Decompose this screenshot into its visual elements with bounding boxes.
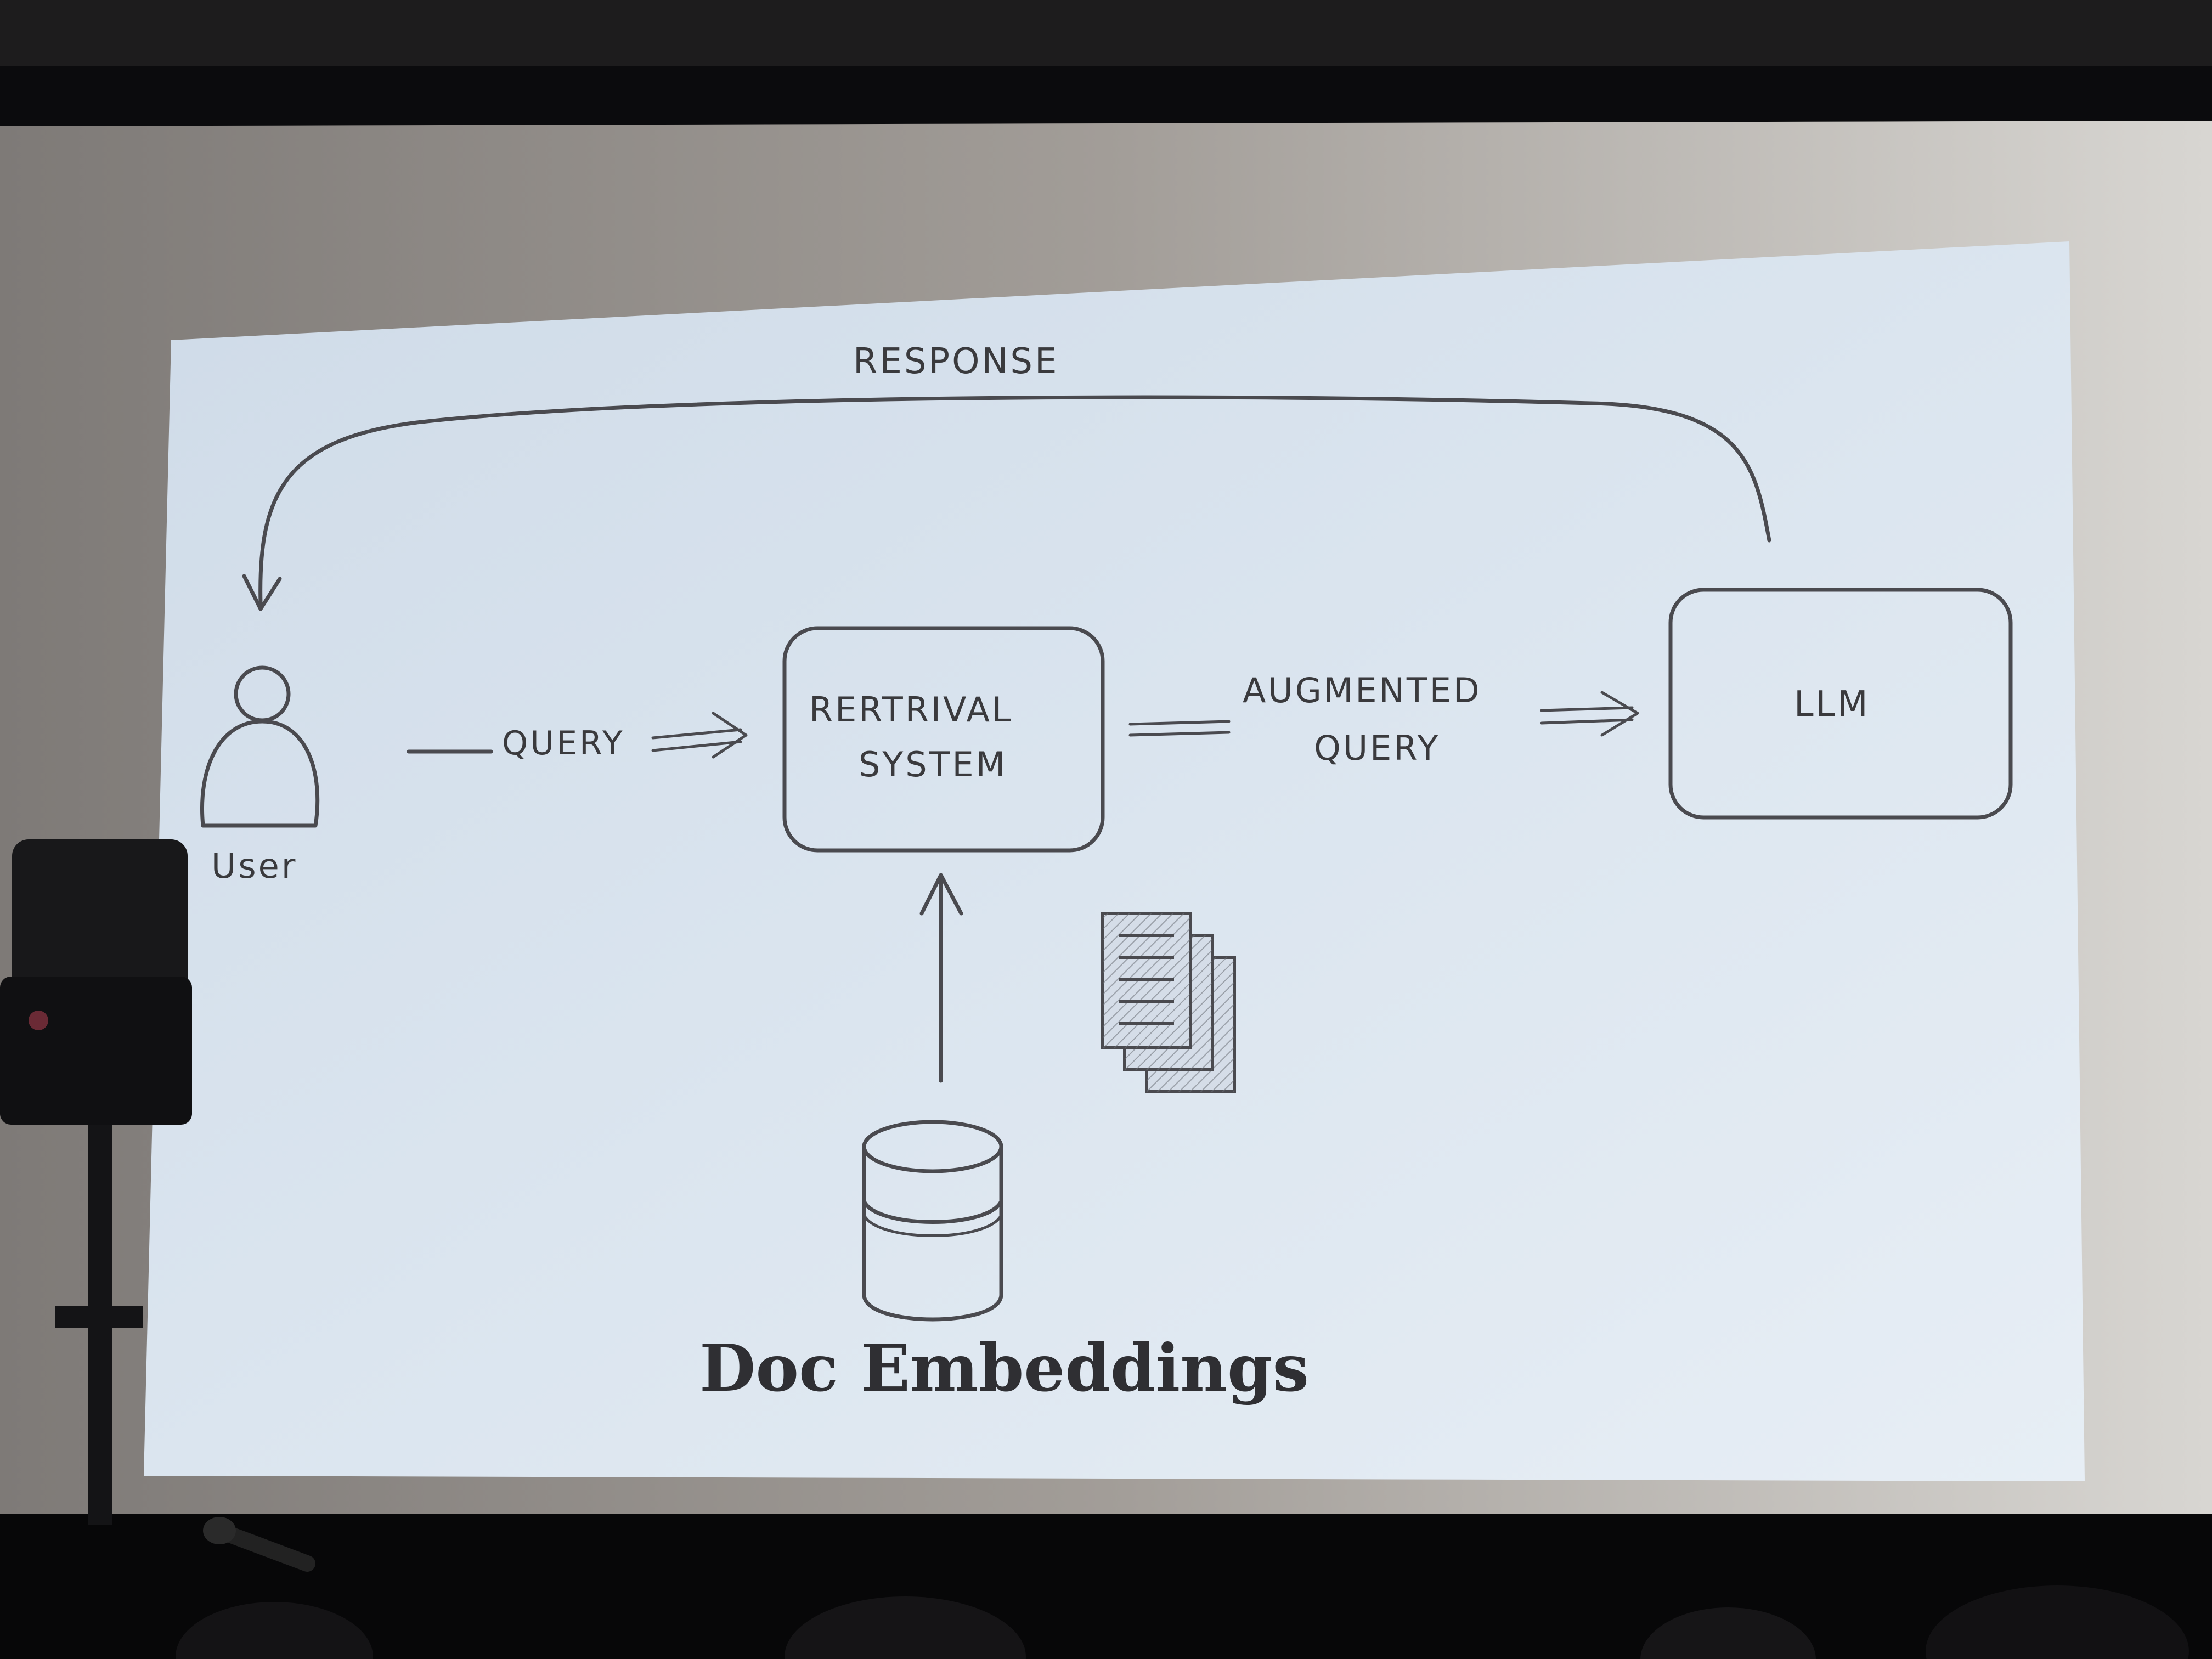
- response-arrow: [258, 395, 1771, 606]
- doc-embeddings-label: Doc Embeddings: [699, 1330, 1309, 1406]
- embeddings-up-arrowhead: [919, 873, 963, 916]
- response-arrowhead: [242, 574, 282, 611]
- microphone: [203, 1517, 315, 1572]
- audience-head: [1640, 1607, 1816, 1659]
- augmented-query-lines: [1128, 720, 1231, 737]
- query-label: QUERY: [502, 724, 625, 763]
- llm-box: [1668, 588, 2013, 820]
- database-icon: [862, 1120, 1003, 1322]
- bottom-stage-edge: [0, 1514, 2212, 1659]
- augmented-query-line1: AUGMENTED: [1243, 670, 1482, 710]
- documents-icon: [1101, 912, 1236, 1093]
- audience-head: [176, 1602, 373, 1659]
- query-arrowhead: [651, 712, 748, 759]
- user-label: User: [211, 846, 297, 886]
- augmented-query-line2: QUERY: [1314, 728, 1440, 768]
- projected-slide: [144, 241, 2085, 1481]
- retrieval-system-box: [782, 626, 1105, 853]
- top-strip: [0, 0, 2212, 66]
- audience-head: [785, 1596, 1026, 1659]
- retrieval-system-line1: RERTRIVAL: [809, 690, 1013, 730]
- black-screen-frame: [0, 66, 2212, 126]
- audience-head: [1926, 1585, 2189, 1659]
- llm-label: LLM: [1794, 684, 1870, 725]
- camera-tripod: [0, 839, 192, 1525]
- retrieval-system-line2: SYSTEM: [859, 744, 1007, 785]
- response-label: RESPONSE: [853, 341, 1059, 382]
- augmented-query-arrowhead: [1540, 691, 1639, 737]
- user-icon: [200, 665, 320, 828]
